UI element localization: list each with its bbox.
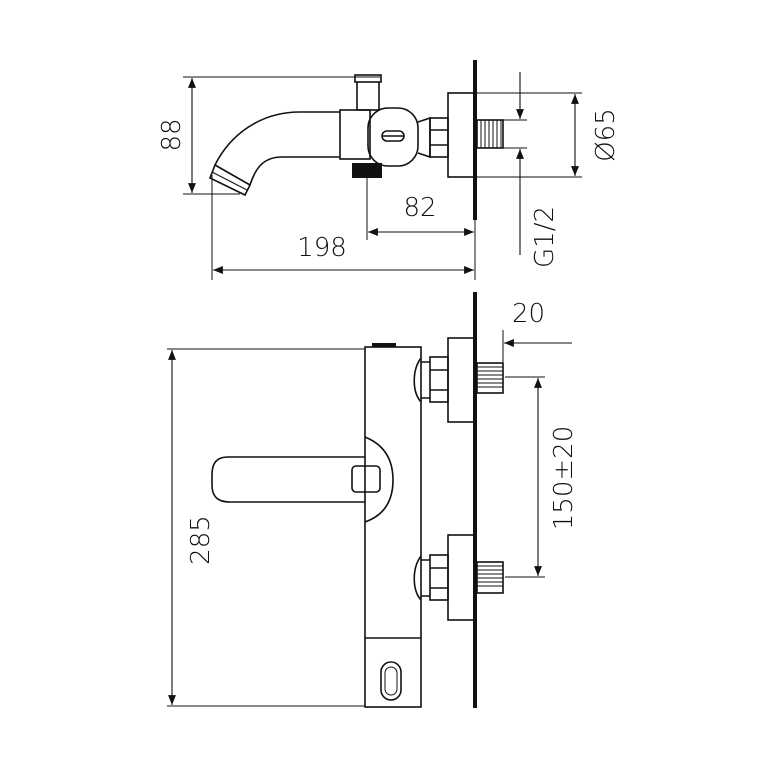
outlet-slot-inner <box>384 666 398 696</box>
wall-flange <box>447 92 476 178</box>
handle-base <box>364 436 394 523</box>
diverter-stem <box>356 79 380 111</box>
lower-nut-edges <box>421 559 448 597</box>
projection-82-label: 82 <box>403 193 436 223</box>
spout-top-outline <box>214 111 340 166</box>
nozzle-ring <box>211 171 248 191</box>
height-88-label: 88 <box>157 118 187 151</box>
top-cap <box>372 343 396 347</box>
body-block <box>339 109 371 160</box>
spacing-label: 150±20 <box>549 426 579 531</box>
thread-lines <box>480 120 502 148</box>
diverter-knob <box>354 74 382 83</box>
upper-thread <box>476 362 504 394</box>
lower-thread-lines <box>477 565 503 587</box>
thread-length-label: 20 <box>512 299 545 329</box>
front-view: 285 20 150±20 <box>167 292 579 708</box>
spout-nozzle <box>208 163 252 197</box>
thread <box>476 119 504 149</box>
upper-thread-lines <box>477 366 503 388</box>
length-198-label: 198 <box>297 233 347 263</box>
thermostat-knob <box>367 107 419 167</box>
handle-lever <box>211 456 365 503</box>
mixer-body <box>364 346 422 708</box>
height-285-label: 285 <box>186 515 216 565</box>
spout-bottom-outline <box>249 156 340 186</box>
diameter-label: Ø65 <box>591 108 621 162</box>
lower-flange <box>447 534 476 621</box>
thread-label: G1/2 <box>530 206 560 268</box>
handle-button <box>351 465 381 493</box>
upper-dome <box>413 357 422 403</box>
lower-dome <box>413 555 422 601</box>
top-view: 88 Ø65 G1/2 82 198 <box>157 60 621 280</box>
upper-nut-edges <box>421 361 448 399</box>
connector <box>417 116 431 159</box>
hex-nut <box>429 117 449 158</box>
upper-nut <box>429 356 449 403</box>
lower-nut <box>429 554 449 601</box>
outlet-slot <box>380 661 402 701</box>
outlet-block <box>352 163 382 178</box>
upper-flange <box>447 337 476 423</box>
